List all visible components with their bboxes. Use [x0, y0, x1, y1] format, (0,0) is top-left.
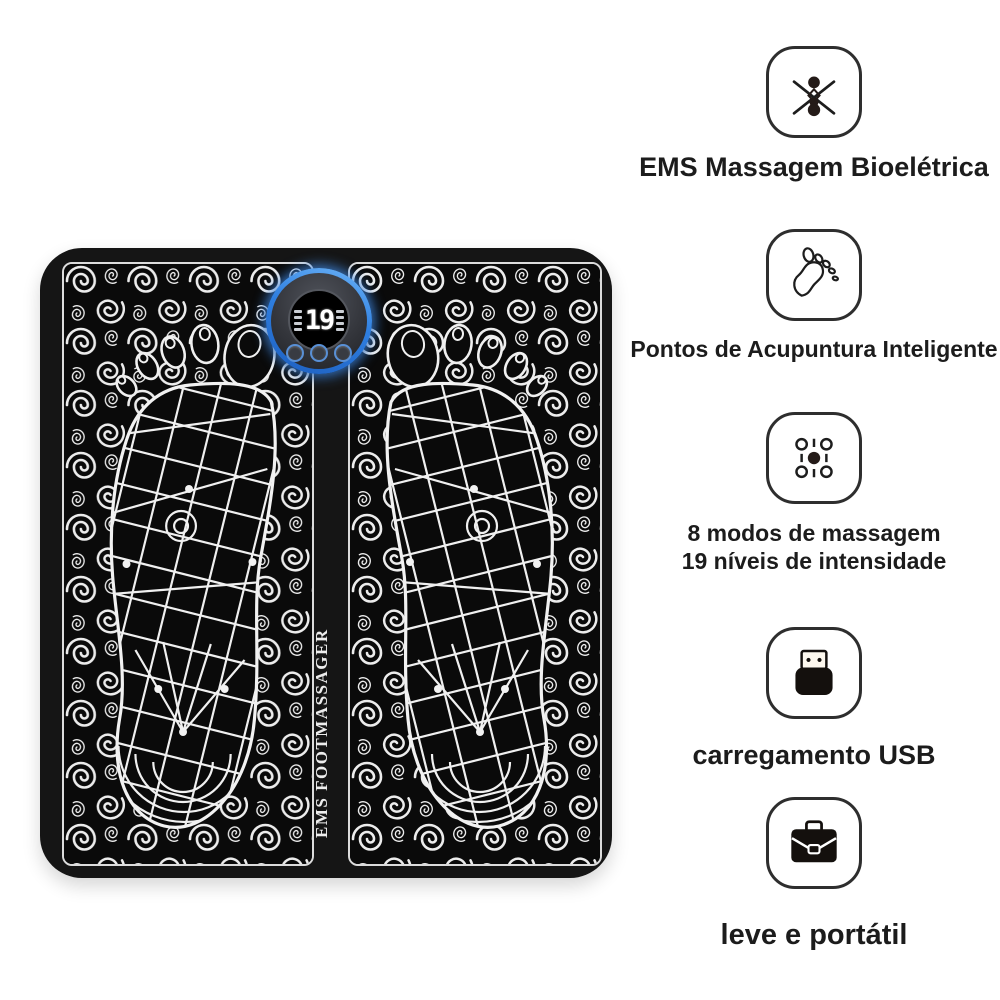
feature-label: carregamento USB — [692, 740, 936, 770]
lcd-screen: 19 — [288, 289, 350, 351]
feature-icon-frame — [766, 797, 862, 889]
feature-smart-acupoints: Pontos de Acupuntura Inteligente — [628, 229, 1000, 364]
feature-icon-frame — [766, 627, 862, 719]
feature-label: leve e portátil — [720, 919, 908, 951]
foot-acupoints-icon — [793, 247, 839, 297]
feature-ems-bioelectric: EMS Massagem Bioelétrica — [628, 46, 1000, 183]
usb-plug-icon — [795, 649, 833, 695]
device-button-1 — [286, 344, 304, 362]
feature-label-line-1: 8 modos de massagem — [687, 520, 941, 546]
ems-pulse-icon — [792, 76, 836, 117]
briefcase-icon — [791, 820, 837, 863]
massage-modes-grid-icon — [795, 437, 833, 479]
right-foot-pattern — [350, 264, 600, 864]
intensity-value: 19 — [304, 304, 335, 336]
device-button-2 — [310, 344, 328, 362]
feature-label-line-2: 19 níveis de intensidade — [681, 548, 947, 574]
mat-right-panel — [348, 262, 602, 866]
brand-label-vertical: EMS FOOTMASSAGER — [312, 628, 331, 838]
feature-modes-intensity: 8 modos de massagem 19 níveis de intensi… — [628, 412, 1000, 575]
control-unit-face: 19 — [271, 273, 367, 369]
mat-left-panel — [62, 262, 314, 866]
feature-icon-frame — [766, 412, 862, 504]
control-unit: 19 — [266, 268, 372, 374]
feature-label: Pontos de Acupuntura Inteligente — [630, 336, 998, 362]
feature-label: EMS Massagem Bioelétrica — [639, 152, 989, 182]
feature-portable: leve e portátil — [628, 797, 1000, 953]
lcd-mode-list-right — [336, 309, 345, 331]
lcd-mode-list-left — [293, 309, 302, 331]
device-button-3 — [334, 344, 352, 362]
feature-icon-frame — [766, 229, 862, 321]
left-foot-pattern — [64, 264, 312, 864]
feature-usb-charging: carregamento USB — [628, 627, 1000, 771]
device-button-row — [286, 344, 352, 362]
feature-icon-frame — [766, 46, 862, 138]
